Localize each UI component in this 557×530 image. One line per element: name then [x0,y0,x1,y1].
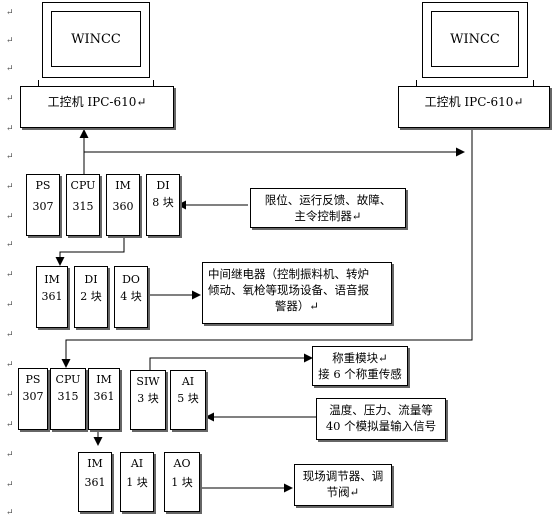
module-type: CPU [55,373,81,386]
module-type: SIW [136,375,160,388]
note-line: 称重模块↵ [332,351,388,365]
margin-mark: ↵ [6,420,14,430]
margin-mark: ↵ [6,124,14,134]
module-spec: 307 [32,200,54,213]
note-analog-inputs: 温度、压力、流量等 40 个模拟量输入信号 [316,398,446,440]
module-spec: 8 块 [152,196,174,209]
module-type: AI [181,375,195,388]
module-type: DI [84,273,98,286]
module-spec: 3 块 [137,392,159,405]
module-type: PS [25,373,41,386]
module-type: IM [96,373,112,386]
module-type: IM [115,179,131,192]
pc-label-left: 工控机 IPC-610↵ [47,95,147,109]
rack3-module-siw: SIW 3 块 [130,370,166,430]
margin-mark: ↵ [6,240,14,250]
rack1-module-di: DI 8 块 [146,174,180,236]
note-line: 警器）↵ [274,299,320,313]
rack1-module-ps: PS 307 [26,174,60,236]
rack3-module-ps: PS 307 [18,368,48,430]
rack4-module-ao: AO 1 块 [164,452,200,512]
monitor-left: WINCC [42,2,150,78]
margin-mark: ↵ [6,182,14,192]
margin-mark: ↵ [6,270,14,280]
margin-mark: ↵ [6,36,14,46]
module-spec: 315 [57,390,79,403]
margin-mark: ↵ [6,360,14,370]
note-line: 温度、压力、流量等 [329,403,433,417]
rack3-module-im: IM 361 [88,368,120,430]
module-type: IM [44,273,60,286]
note-limit-switches: 限位、运行反馈、故障、 主令控制器↵ [250,188,406,228]
note-relay: 中间继电器（控制振料机、转炉 倾动、氧枪等现场设备、语音报 警器）↵ [202,262,392,324]
note-line: 现场调节器、调 [302,469,384,483]
rack4-module-ai: AI 1 块 [120,452,154,512]
rack2-module-do: DO 4 块 [114,266,148,328]
margin-mark: ↵ [6,450,14,460]
rack4-module-im: IM 361 [78,452,112,512]
module-spec: 361 [84,476,106,489]
module-type: PS [35,179,51,192]
note-line: 中间继电器（控制振料机、转炉 [208,267,369,281]
rack1-module-cpu: CPU 315 [66,174,100,236]
module-type: AO [173,457,191,470]
module-spec: 1 块 [126,476,148,489]
note-line: 节阀↵ [326,485,360,499]
note-line: 倾动、氧枪等现场设备、语音报 [208,283,369,297]
note-line: 主令控制器↵ [294,209,362,223]
module-spec: 4 块 [120,290,142,303]
margin-mark: ↵ [6,94,14,104]
screen-left: WINCC [51,11,141,67]
rack2-module-im: IM 361 [36,266,68,328]
module-spec: 307 [22,390,44,403]
margin-mark: ↵ [6,508,14,518]
module-type: CPU [70,179,96,192]
pc-label-right: 工控机 IPC-610↵ [424,95,524,109]
note-line: 40 个模拟量输入信号 [325,419,437,433]
module-spec: 361 [93,390,115,403]
module-spec: 1 块 [171,476,193,489]
note-weighing: 称重模块↵ 接 6 个称重传感 [312,346,408,386]
margin-mark: ↵ [6,212,14,222]
siw-to-weigh-line [149,353,313,370]
module-spec: 2 块 [80,290,102,303]
rack2-module-di: DI 2 块 [74,266,108,328]
module-spec: 360 [112,200,134,213]
right-pc-to-rack3-line [61,128,473,368]
module-spec: 5 块 [177,392,199,405]
note-line: 限位、运行反馈、故障、 [264,193,392,207]
module-spec: 361 [41,290,63,303]
module-type: AI [130,457,144,470]
screen-right: WINCC [431,11,519,67]
margin-mark: ↵ [6,64,14,74]
pc-box-left: 工控机 IPC-610↵ [20,86,174,128]
rack3-module-ai: AI 5 块 [170,370,206,430]
margin-mark: ↵ [6,330,14,340]
module-type: IM [87,457,103,470]
im360-to-im361-line [55,237,125,266]
monitor-right: WINCC [422,2,528,78]
module-spec: 315 [72,200,94,213]
note-field-regulators: 现场调节器、调 节阀↵ [294,464,392,506]
module-type: DI [156,179,170,192]
margin-mark: ↵ [6,480,14,490]
pc-box-right: 工控机 IPC-610↵ [398,86,550,128]
rack3-module-cpu: CPU 315 [50,368,86,430]
margin-mark: ↵ [6,152,14,162]
margin-mark: ↵ [6,300,14,310]
rack1-module-im: IM 360 [106,174,140,236]
note-line: 接 6 个称重传感 [318,367,402,381]
module-type: DO [122,273,140,286]
margin-mark: ↵ [6,8,14,18]
margin-mark: ↵ [6,390,14,400]
